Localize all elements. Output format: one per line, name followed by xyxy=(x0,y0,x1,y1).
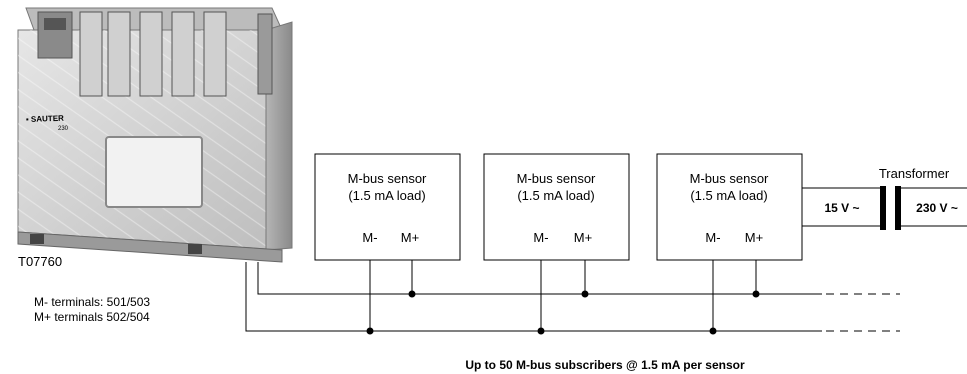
secondary-voltage-label: 15 V ~ xyxy=(824,201,859,215)
controller-id-label: T07760 xyxy=(18,254,62,269)
controller-display xyxy=(105,136,203,208)
sensor-m-plus-label: M+ xyxy=(401,230,419,245)
sensor-m-plus-label: M+ xyxy=(574,230,592,245)
sensor-box-2: M-bus sensor (1.5 mA load) M- M+ xyxy=(483,153,630,261)
junction-dot xyxy=(537,327,545,335)
sensor-m-minus-label: M- xyxy=(362,230,377,245)
junction-dots xyxy=(366,290,760,335)
sensor-load: (1.5 mA load) xyxy=(690,188,767,203)
m-minus-bus-line xyxy=(245,262,822,332)
sensor-m-minus-label: M- xyxy=(705,230,720,245)
sensor-title: M-bus sensor xyxy=(348,171,427,186)
m-plus-bus-line xyxy=(257,262,822,295)
sensor-box-3: M-bus sensor (1.5 mA load) M- M+ xyxy=(656,153,803,261)
transformer-title: Transformer xyxy=(879,166,950,181)
junction-dot xyxy=(408,290,416,298)
sensor-box-1: M-bus sensor (1.5 mA load) M- M+ xyxy=(314,153,461,261)
junction-dot xyxy=(709,327,717,335)
diagram-caption: Up to 50 M-bus subscribers @ 1.5 mA per … xyxy=(465,358,745,372)
m-plus-terminals-text: M+ terminals 502/504 xyxy=(34,310,150,324)
sensor-load: (1.5 mA load) xyxy=(517,188,594,203)
sensor-m-plus-label: M+ xyxy=(745,230,763,245)
brand-logo: ▪ SAUTER xyxy=(26,114,64,124)
junction-dot xyxy=(581,290,589,298)
sensor-m-minus-label: M- xyxy=(533,230,548,245)
model-logo: 230 xyxy=(58,126,69,132)
sensor-title: M-bus sensor xyxy=(517,171,596,186)
junction-dot xyxy=(366,327,374,335)
transformer: Transformer 15 V ~ 230 V ~ xyxy=(824,166,958,230)
junction-dot xyxy=(752,290,760,298)
sensor-load: (1.5 mA load) xyxy=(348,188,425,203)
transformer-core-left xyxy=(880,186,886,230)
controller-device: ▪ SAUTER 230 xyxy=(17,7,293,263)
bus-wiring xyxy=(245,187,967,332)
transformer-core-right xyxy=(895,186,901,230)
m-minus-terminals-text: M- terminals: 501/503 xyxy=(34,295,150,309)
sensor-title: M-bus sensor xyxy=(690,171,769,186)
primary-voltage-label: 230 V ~ xyxy=(916,201,958,215)
